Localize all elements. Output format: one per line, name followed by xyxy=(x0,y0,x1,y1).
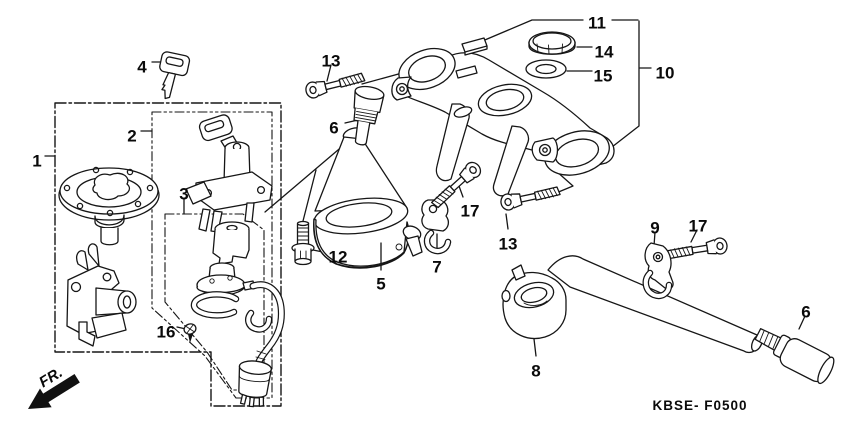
callout-labels: 1 2 3 4 5 6 6 7 8 9 10 11 12 13 13 14 15… xyxy=(32,13,810,380)
wire-connector xyxy=(238,360,272,408)
callout-6-mount: 6 xyxy=(329,118,338,137)
callout-13-lower: 13 xyxy=(499,234,518,253)
box-2-outline xyxy=(151,111,273,399)
callout-12: 12 xyxy=(329,247,348,266)
callout-17-handlebar: 17 xyxy=(689,216,708,235)
callout-8: 8 xyxy=(531,361,540,380)
callout-11: 11 xyxy=(588,13,606,32)
helmet-lock xyxy=(66,243,137,347)
callout-14: 14 xyxy=(595,42,614,61)
callout-5: 5 xyxy=(376,274,385,293)
callout-1: 1 xyxy=(32,151,41,170)
callout-17-stem: 17 xyxy=(461,201,480,220)
bridge-leg-rear xyxy=(492,125,530,197)
bridge-pad-lower xyxy=(455,65,478,79)
steering-stem xyxy=(313,127,423,269)
stem-washer xyxy=(525,59,567,79)
handlebar xyxy=(501,255,764,354)
bridge-leg-front xyxy=(435,103,470,182)
screw-16 xyxy=(183,323,197,343)
callout-2: 2 xyxy=(127,126,136,145)
switch-contact-assembly xyxy=(190,221,285,408)
callout-7: 7 xyxy=(432,257,441,276)
box-1-outline xyxy=(54,102,282,407)
callout-13-top: 13 xyxy=(322,51,341,70)
bolt-17-handlebar xyxy=(666,236,729,263)
key xyxy=(159,51,191,100)
bridge-pad-upper xyxy=(461,37,488,56)
fr-direction-arrow: FR. xyxy=(28,364,80,409)
callout-10: 10 xyxy=(656,63,675,82)
rubber-mount xyxy=(353,85,385,146)
callout-16: 16 xyxy=(157,322,176,341)
callout-15: 15 xyxy=(594,66,613,85)
figure-code: KBSE- F0500 xyxy=(652,398,747,413)
callout-6-bar-end: 6 xyxy=(801,302,810,321)
cable-guide xyxy=(642,242,674,300)
callout-9: 9 xyxy=(650,218,659,237)
ignition-switch xyxy=(185,114,273,233)
bar-end-weight xyxy=(754,328,835,385)
callout-4: 4 xyxy=(137,57,147,76)
top-bridge xyxy=(391,37,615,197)
callout-3: 3 xyxy=(179,184,188,203)
steering-stem-nut xyxy=(528,31,576,55)
fuel-filler-cap xyxy=(58,166,160,246)
bolt-12 xyxy=(291,220,315,266)
lock-clamp xyxy=(421,199,452,255)
